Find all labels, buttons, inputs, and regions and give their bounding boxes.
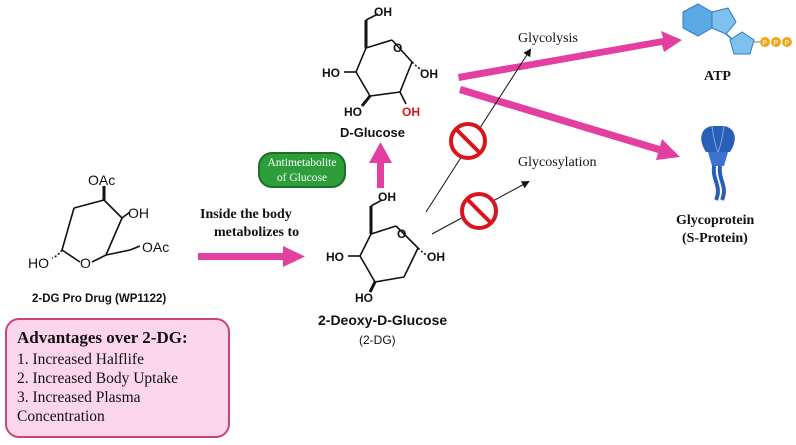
glucose-oh-top: OH [374, 5, 392, 19]
no-symbol-icon [460, 192, 498, 230]
glucose-ho-bottom: HO [344, 105, 362, 119]
prodrug-oac-right: OAc [142, 239, 169, 255]
glycosylation-label: Glycosylation [518, 155, 597, 170]
advantage-item: 3. Increased Plasma [17, 389, 141, 406]
advantages-box: Advantages over 2-DG: 1. Increased Halfl… [5, 318, 230, 438]
prodrug-oac-top: OAc [88, 172, 115, 188]
atp-phosphate-1: P [763, 40, 768, 47]
glucose-ring-o: O [393, 41, 402, 55]
advantage-item: 2. Increased Body Uptake [17, 370, 178, 387]
atp-phosphate-2: P [774, 40, 779, 47]
glucose-oh-right: OH [420, 67, 438, 81]
advantage-item: 1. Increased Halflife [17, 351, 144, 368]
prodrug-oh-right: OH [128, 205, 149, 221]
metabolize-arrow-shaft [198, 253, 286, 260]
atp-label: ATP [704, 69, 731, 84]
deoxy-oh-top: OH [378, 190, 396, 204]
advantages-title: Advantages over 2-DG: [17, 328, 188, 347]
deoxy-label: 2-Deoxy-D-Glucose [318, 312, 447, 328]
metabolize-arrow-head [283, 246, 305, 267]
prodrug-ho-left: HO [28, 255, 49, 271]
deoxy-oh-right: OH [427, 250, 445, 264]
deoxy-ho-left: HO [326, 250, 344, 264]
glucose-label: D-Glucose [340, 125, 405, 140]
glycosylation-arrow [459, 86, 680, 160]
atp-molecule-icon: P P P [682, 3, 792, 55]
deoxy-ring-o: O [397, 227, 406, 241]
antimetabolite-arrow-head [369, 142, 392, 163]
glycoprotein-label-line1: Glycoprotein [676, 213, 755, 228]
antimetabolite-badge: Antimetabolite of Glucose [258, 152, 346, 188]
prodrug-label: 2-DG Pro Drug (WP1122) [32, 293, 166, 305]
glycoprotein-label-line2: (S-Protein) [682, 231, 748, 246]
glucose-oh-bottom: OH [402, 105, 420, 119]
deoxy-abbr: (2-DG) [359, 333, 396, 347]
advantage-item: Concentration [17, 408, 105, 425]
glucose-ho-left: HO [322, 66, 340, 80]
antimetabolite-line2: of Glucose [276, 172, 328, 184]
pink-arrows [198, 31, 682, 267]
antimetabolite-line1: Antimetabolite [267, 157, 337, 169]
glycolysis-arrow [458, 31, 682, 81]
glycoprotein-icon [701, 125, 735, 201]
glycolysis-label: Glycolysis [518, 31, 578, 46]
metabolize-text-line1: Inside the body [200, 207, 292, 222]
prodrug-structure [51, 186, 141, 263]
antimetabolite-arrow-shaft [377, 160, 384, 188]
deoxy-glucose-structure [348, 199, 429, 293]
metabolize-text-line2: metabolizes to [214, 225, 299, 240]
deoxy-ho-bottom: HO [355, 291, 373, 305]
no-symbol-icon [449, 122, 487, 160]
atp-phosphate-3: P [785, 40, 790, 47]
prodrug-ring-o: O [80, 255, 91, 271]
glucose-structure [344, 13, 423, 107]
